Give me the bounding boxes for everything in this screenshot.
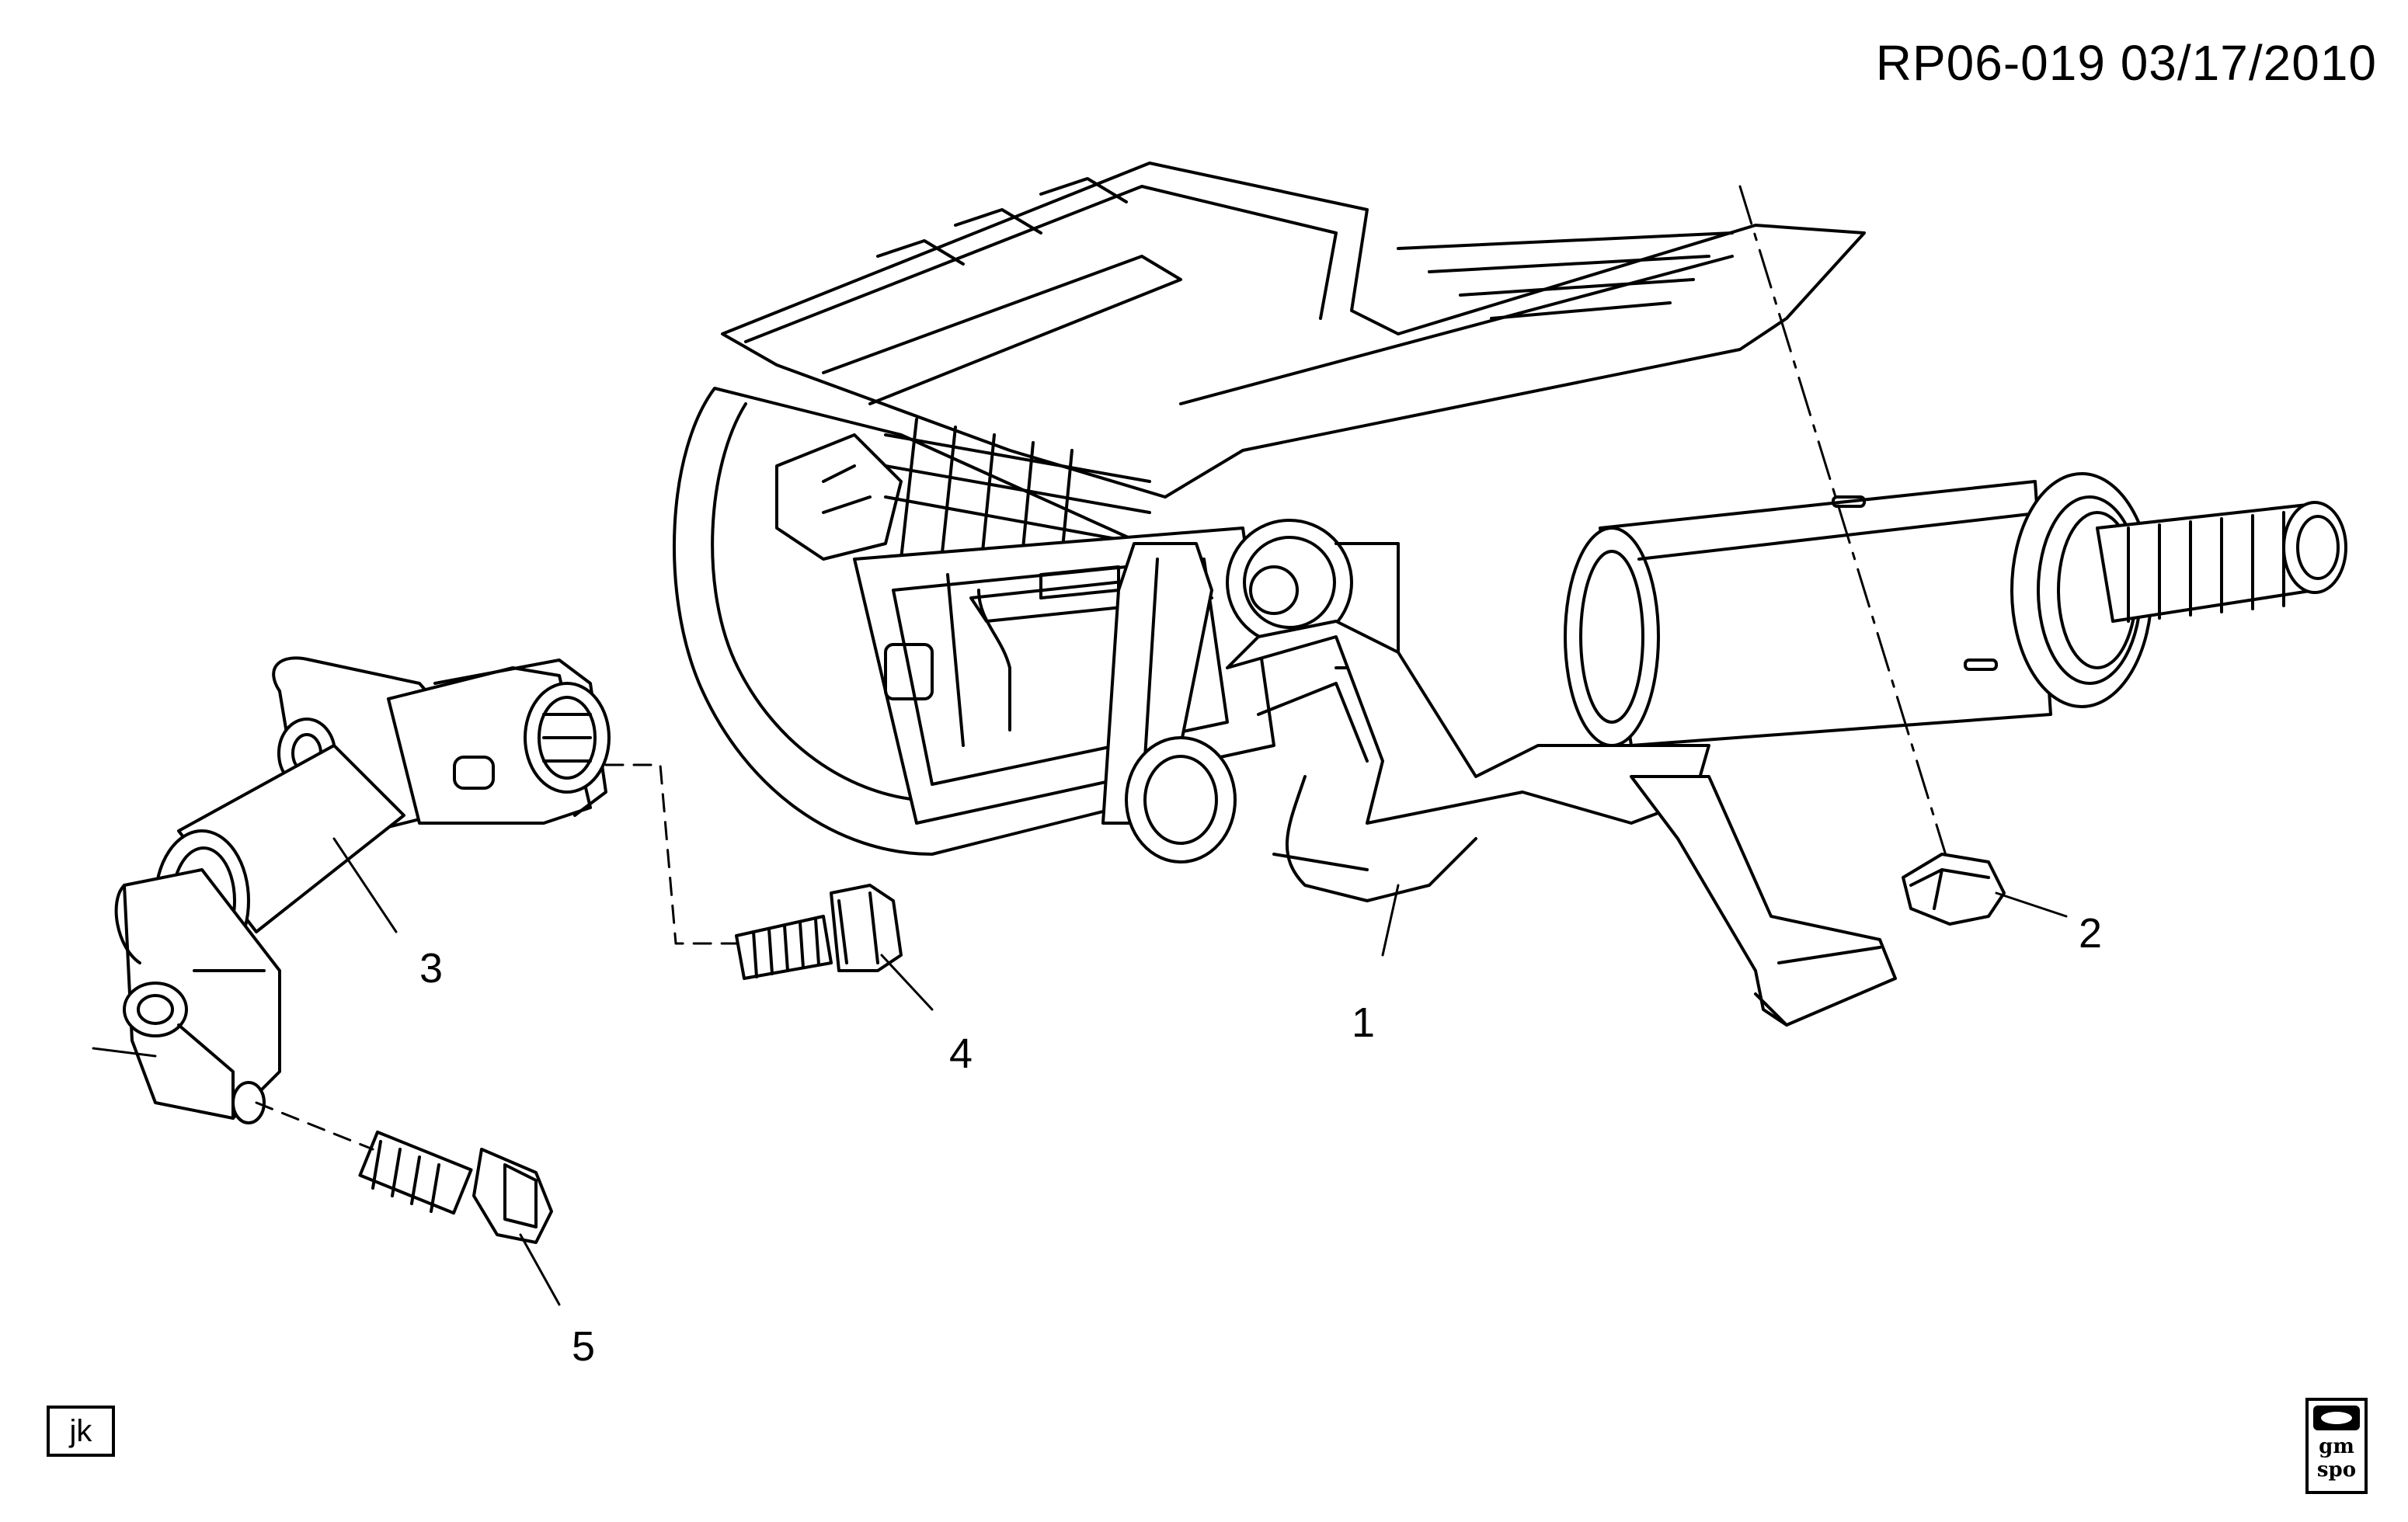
callout-2: 2 (2079, 910, 2102, 957)
logo-text: gm spo (2316, 1435, 2357, 1482)
leader-4 (880, 954, 934, 1011)
bolt-part-4 (735, 884, 903, 980)
steering-column (672, 162, 2347, 1027)
bolt-part-5 (358, 1130, 553, 1244)
gm-spo-logo: gm spo (2305, 1398, 2368, 1494)
leader-5 (519, 1233, 561, 1306)
callout-3: 3 (419, 945, 443, 992)
drafter-initials-box: jk (47, 1406, 115, 1457)
drawing-code-date: RP06-019 03/17/2010 (1875, 35, 2377, 91)
intermediate-shaft (92, 656, 611, 1124)
leader-3 (332, 837, 398, 933)
leader-1 (1381, 884, 1400, 957)
callout-5: 5 (572, 1323, 595, 1370)
callout-4: 4 (949, 1030, 973, 1077)
logo-emblem-icon (2313, 1406, 2360, 1430)
nut-part (1902, 853, 2006, 926)
leader-2 (1995, 891, 2068, 918)
callout-1: 1 (1352, 999, 1375, 1046)
